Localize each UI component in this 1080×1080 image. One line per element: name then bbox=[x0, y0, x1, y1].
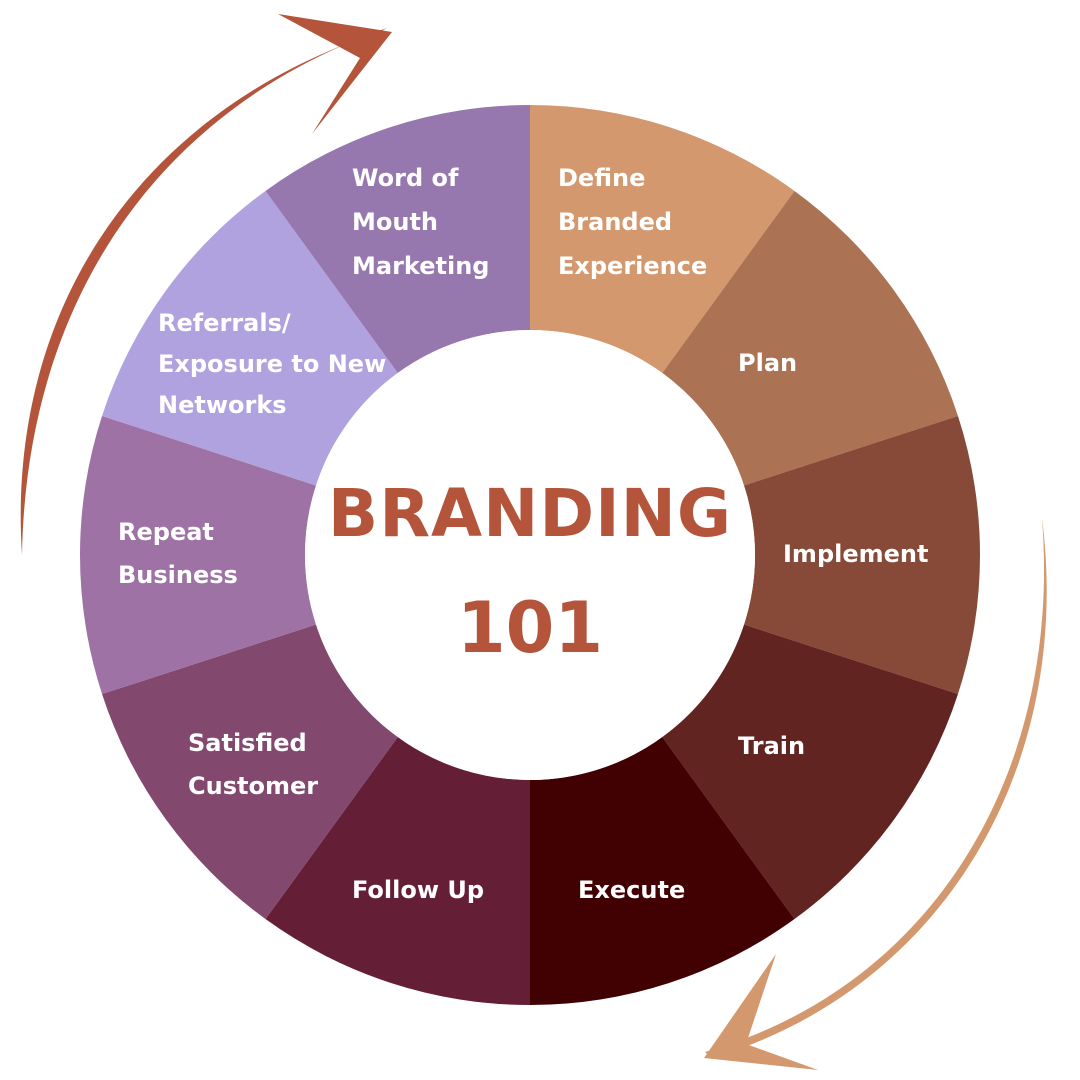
cycle-ring bbox=[79, 105, 980, 1005]
segment-label-line: Referrals/ bbox=[158, 309, 291, 337]
ring-segment bbox=[265, 105, 530, 373]
segment-label: Execute bbox=[578, 876, 685, 904]
segment-label: Follow Up bbox=[352, 876, 484, 904]
segment-label-line: Implement bbox=[783, 540, 928, 568]
segment-label-line: Satisfied bbox=[188, 729, 307, 757]
arrow-right-head bbox=[704, 954, 818, 1070]
arrow-left-head bbox=[278, 14, 392, 134]
segment-label-line: Follow Up bbox=[352, 876, 484, 904]
segment-label-line: Branded bbox=[558, 208, 672, 236]
center-number: 101 bbox=[457, 587, 603, 669]
ring-segment bbox=[102, 190, 398, 486]
segment-label-line: Experience bbox=[558, 252, 707, 280]
segment-label-line: Marketing bbox=[352, 252, 489, 280]
segment-label-line: Define bbox=[558, 164, 645, 192]
segment-label-line: Word of bbox=[352, 164, 459, 192]
center-title: BRANDING bbox=[328, 475, 732, 552]
segment-label-line: Execute bbox=[578, 876, 685, 904]
ring-segment bbox=[530, 105, 795, 373]
segment-label-line: Repeat bbox=[118, 518, 214, 546]
segment-label-line: Plan bbox=[738, 349, 797, 377]
ring-segment bbox=[79, 415, 317, 695]
ring-segment bbox=[662, 190, 958, 486]
segment-label-line: Business bbox=[118, 561, 238, 589]
curved-arrow-up-right-icon bbox=[20, 14, 392, 555]
ring-segment bbox=[265, 737, 530, 1005]
ring-segment bbox=[102, 624, 398, 920]
ring-segment bbox=[530, 737, 795, 1005]
segment-label-line: Mouth bbox=[352, 208, 438, 236]
ring-segment bbox=[743, 415, 980, 695]
segment-label-line: Train bbox=[738, 732, 805, 760]
curved-arrow-down-left-icon bbox=[704, 518, 1047, 1070]
segment-label: Train bbox=[738, 732, 805, 760]
segment-label: Plan bbox=[738, 349, 797, 377]
segment-label-line: Customer bbox=[188, 772, 318, 800]
segment-label: Implement bbox=[783, 540, 928, 568]
ring-segment bbox=[662, 624, 958, 920]
segment-label-line: Exposure to New bbox=[158, 350, 386, 378]
segment-label-line: Networks bbox=[158, 391, 287, 419]
center-circle bbox=[305, 330, 755, 780]
